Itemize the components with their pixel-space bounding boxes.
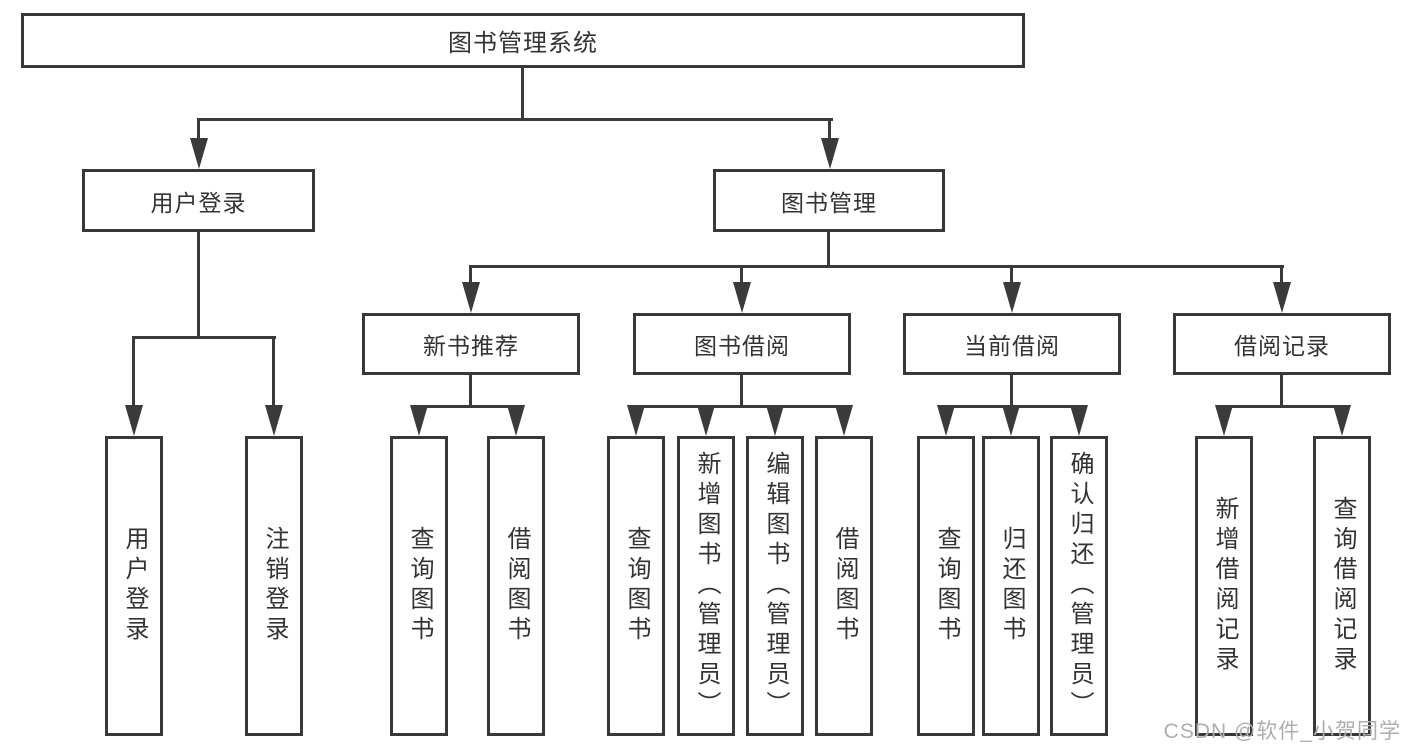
connector-line xyxy=(197,232,200,336)
arrow-down-icon xyxy=(697,405,715,436)
csdn-watermark: CSDN @软件_小贺同学 xyxy=(1163,720,1401,743)
arrow-down-icon xyxy=(507,405,525,436)
connector-line xyxy=(197,118,200,140)
connector-line xyxy=(417,405,518,408)
arrow-down-icon xyxy=(1273,282,1291,313)
leaf-query-books-recommend: 查询图书 xyxy=(390,436,448,736)
arrow-down-icon xyxy=(1002,405,1020,436)
connector-line xyxy=(827,232,830,265)
arrow-down-icon xyxy=(1333,405,1351,436)
node-user-login-group: 用户登录 xyxy=(82,169,315,232)
arrow-down-icon xyxy=(1215,405,1233,436)
leaf-query-books-borrowing: 查询图书 xyxy=(607,436,665,736)
arrow-down-icon xyxy=(766,405,784,436)
connector-line xyxy=(469,265,472,284)
leaf-return-books: 归还图书 xyxy=(982,436,1040,736)
leaf-edit-books-admin: 编辑图书（管理员） xyxy=(746,436,804,736)
leaf-query-borrow-record: 查询借阅记录 xyxy=(1313,436,1371,736)
leaf-user-login: 用户登录 xyxy=(105,436,163,736)
arrow-down-icon xyxy=(733,282,751,313)
connector-line xyxy=(1280,375,1283,407)
connector-line xyxy=(740,375,743,407)
node-borrowing-records: 借阅记录 xyxy=(1173,313,1391,375)
node-book-borrowing: 图书借阅 xyxy=(633,313,851,375)
arrow-down-icon xyxy=(835,405,853,436)
arrow-down-icon xyxy=(125,405,143,436)
connector-line xyxy=(197,118,833,121)
connector-line xyxy=(1010,265,1013,284)
leaf-add-borrow-record: 新增借阅记录 xyxy=(1195,436,1253,736)
arrow-down-icon xyxy=(1070,405,1088,436)
arrow-down-icon xyxy=(821,138,839,169)
connector-line xyxy=(132,336,276,339)
node-library-management-system: 图书管理系统 xyxy=(21,13,1025,68)
connector-line xyxy=(521,68,524,118)
arrow-down-icon xyxy=(937,405,955,436)
leaf-add-books-admin: 新增图书（管理员） xyxy=(677,436,735,736)
arrow-down-icon xyxy=(410,405,428,436)
node-book-management: 图书管理 xyxy=(713,169,945,232)
connector-line xyxy=(1222,405,1344,408)
leaf-logout: 注销登录 xyxy=(245,436,303,736)
arrow-down-icon xyxy=(627,405,645,436)
connector-line xyxy=(828,118,831,140)
arrow-down-icon xyxy=(1003,282,1021,313)
arrow-down-icon xyxy=(265,405,283,436)
connector-line xyxy=(132,336,135,407)
leaf-borrow-books-recommend: 借阅图书 xyxy=(487,436,545,736)
arrow-down-icon xyxy=(190,138,208,169)
connector-line xyxy=(272,336,275,407)
arrow-down-icon xyxy=(462,282,480,313)
connector-line xyxy=(1280,265,1283,284)
node-current-borrowing: 当前借阅 xyxy=(903,313,1121,375)
connector-line xyxy=(469,265,1284,268)
connector-line xyxy=(634,405,846,408)
leaf-borrow-books: 借阅图书 xyxy=(815,436,873,736)
connector-line xyxy=(469,375,472,407)
leaf-query-books-current: 查询图书 xyxy=(917,436,975,736)
connector-line xyxy=(740,265,743,284)
leaf-confirm-return-admin: 确认归还（管理员） xyxy=(1050,436,1108,736)
connector-line xyxy=(1010,375,1013,407)
node-new-book-recommendation: 新书推荐 xyxy=(362,313,580,375)
